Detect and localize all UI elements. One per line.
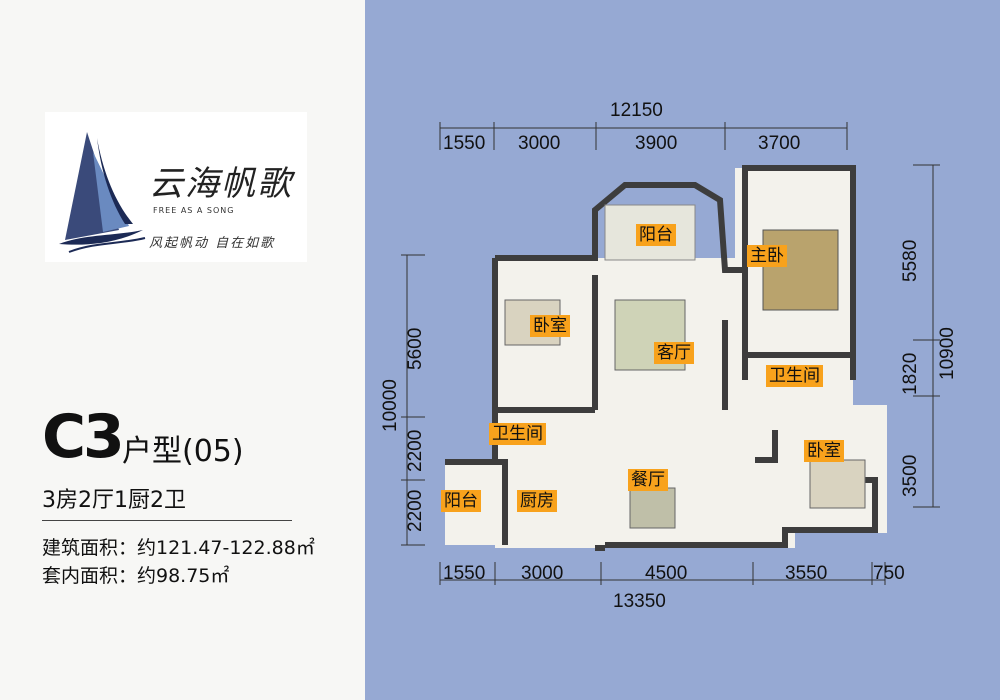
- floor-plan-drawing: [401, 122, 940, 585]
- dim-top-4: 3700: [758, 133, 801, 154]
- dim-left-3: 2200: [405, 489, 426, 532]
- logo-title: 云海帆歌: [149, 164, 293, 204]
- dim-top-2: 3000: [518, 133, 561, 154]
- net-area: 套内面积：约98.75㎡: [42, 565, 230, 587]
- room-bedroom-right: 卧室: [804, 440, 844, 462]
- dim-top-total: 12150: [610, 100, 663, 121]
- dim-bottom-2: 3000: [521, 563, 564, 584]
- dim-left-2: 2200: [405, 429, 426, 472]
- room-balcony-left: 阳台: [441, 490, 481, 512]
- room-bathroom-right: 卫生间: [766, 365, 823, 387]
- room-kitchen: 厨房: [517, 490, 557, 512]
- room-balcony-top: 阳台: [636, 224, 676, 246]
- dim-right-2: 1820: [900, 352, 921, 395]
- dim-right-1: 5580: [900, 239, 921, 282]
- dim-bottom-5: 750: [873, 563, 905, 584]
- logo-tagline: FREE AS A SONG: [153, 206, 235, 215]
- dim-bottom-3: 4500: [645, 563, 688, 584]
- room-dining: 餐厅: [628, 469, 668, 491]
- dim-right-total: 10900: [937, 327, 958, 380]
- dim-top-3: 3900: [635, 133, 678, 154]
- room-living: 客厅: [654, 342, 694, 364]
- dim-top-1: 1550: [443, 133, 486, 154]
- sail-logo-icon: [59, 132, 146, 253]
- floor-plan-panel: 12150 1550 3000 3900 3700 1550 3000 4500…: [365, 0, 1000, 700]
- dim-bottom-4: 3550: [785, 563, 828, 584]
- logo-slogan: 风起帆动 自在如歌: [149, 236, 276, 251]
- dim-bottom-1: 1550: [443, 563, 486, 584]
- dim-right-3: 3500: [900, 454, 921, 497]
- room-master-bedroom: 主卧: [747, 245, 787, 267]
- dim-bottom-total: 13350: [613, 591, 666, 612]
- room-bathroom-left: 卫生间: [489, 423, 546, 445]
- divider: [42, 520, 292, 521]
- unit-code: C3: [42, 402, 125, 472]
- info-panel: 云海帆歌 FREE AS A SONG 风起帆动 自在如歌 C3 户型(05) …: [0, 0, 365, 700]
- unit-type-label: 户型(05): [122, 434, 244, 469]
- dim-left-total: 10000: [380, 379, 401, 432]
- room-bedroom-left: 卧室: [530, 315, 570, 337]
- brand-logo: 云海帆歌 FREE AS A SONG 风起帆动 自在如歌: [45, 112, 307, 262]
- room-summary: 3房2厅1厨2卫: [42, 488, 186, 513]
- dim-left-1: 5600: [405, 327, 426, 370]
- gross-area: 建筑面积：约121.47-122.88㎡: [42, 537, 315, 559]
